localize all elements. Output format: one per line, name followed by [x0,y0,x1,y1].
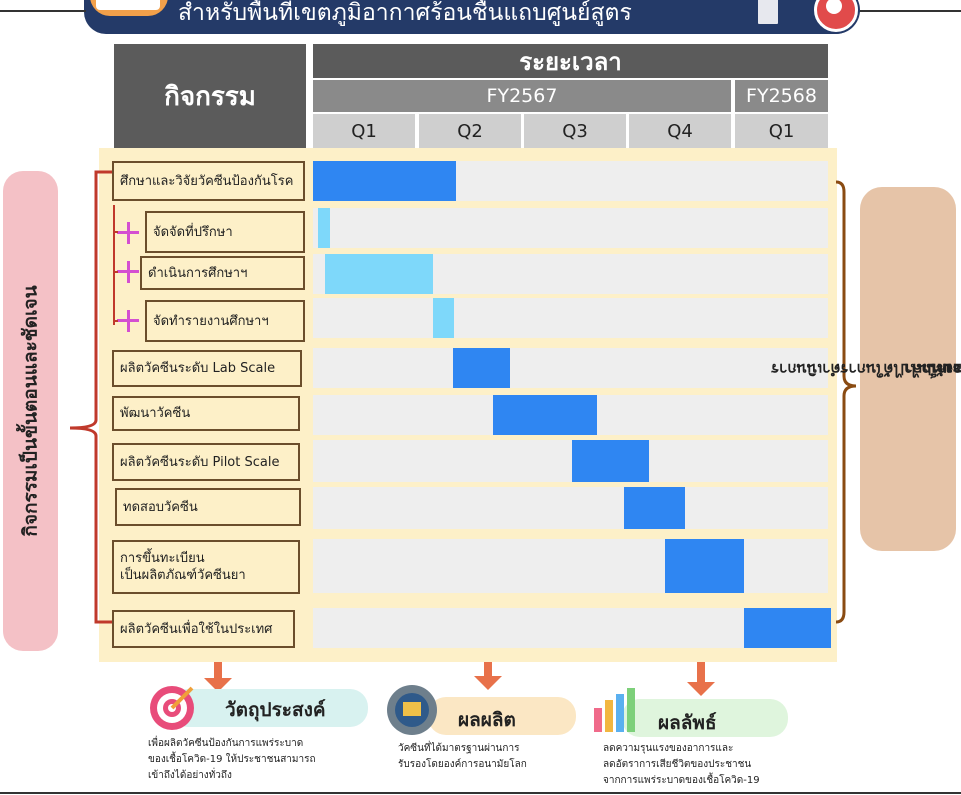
gantt-track [313,348,828,388]
outcome-description: ลดความรุนแรงของอาการและ ลดอัตราการเสียชี… [603,741,760,789]
arrow-down-icon [687,682,715,696]
gantt-track [313,208,828,248]
gantt-track [313,298,828,338]
header-activity: กิจกรรม [114,44,306,148]
task-label: ทดสอบวัคซีน [115,488,301,526]
header-fy2568: FY2568 [735,80,828,112]
gear-icon [387,685,437,735]
subtask-connector [113,205,118,325]
objective-title: วัตถุประสงค์ [225,699,326,721]
left-note-panel [3,171,58,651]
task-label: พัฒนาวัคซีน [112,396,300,431]
gantt-track [313,487,828,529]
virus-icon-center [826,0,842,14]
left-bracket [69,170,112,624]
header-quarter: Q1 [313,114,415,148]
gantt-track [313,608,828,648]
task-label: ศึกษาและวิจัยวัคซีนป้องกันโรค [112,161,305,201]
arrow-shaft [214,662,222,680]
document-icon [756,0,780,26]
header-period: ระยะเวลา [313,44,828,78]
target-icon [150,686,194,730]
bottom-rule [0,792,961,794]
plus-icon [117,310,139,332]
header-quarter: Q3 [524,114,626,148]
task-label-two-line: การขึ้นทะเบียน เป็นผลิตภัณฑ์วัคซีนยา [112,540,300,594]
top-rule-right [858,10,961,12]
gantt-bar [318,208,330,248]
header-quarter: Q4 [629,114,731,148]
arrow-down-icon [204,678,232,692]
task-label: ผลิตวัคซีนระดับ Lab Scale [112,350,302,387]
gantt-bar [665,539,744,593]
plus-icon [117,222,139,244]
task-label: ผลิตวัคซีนระดับ Pilot Scale [112,443,300,481]
task-label-line: เป็นผลิตภัณฑ์วัคซีนยา [120,568,246,583]
outcome-title: ผลลัพธ์ [658,712,717,734]
subtask-label: จัดทำรายงานศึกษาฯ [145,300,305,342]
gantt-bar [313,161,456,201]
description-line: เพื่อผลิตวัคซีนป้องกันการแพร่ระบาด [148,738,304,749]
arrow-down-icon [474,676,502,690]
description-line: ของเชื้อโควิด-19 ให้ประชาชนสามารถ [148,754,316,765]
subtask-label: จัดจัดที่ปรึกษา [145,211,305,253]
header-quarter: Q1 [735,114,828,148]
header-fy2567: FY2567 [313,80,731,112]
subtask-label: ดำเนินการศึกษาฯ [140,256,305,290]
gantt-bar [452,348,510,388]
gantt-bar [493,395,597,435]
gantt-bar [325,254,434,294]
gantt-bar [572,440,649,482]
bar-chart-icon [594,688,635,732]
outcome-pill [622,699,788,737]
task-label-line: การขึ้นทะเบียน [120,551,205,566]
description-line: จากการแพร่ระบาดของเชื้อโควิด-19 [603,775,760,786]
objective-description: เพื่อผลิตวัคซีนป้องกันการแพร่ระบาด ของเช… [148,736,316,784]
gantt-bar [743,608,831,648]
logo-badge-inner [96,0,160,10]
right-bracket [835,180,857,624]
output-description: วัคซีนที่ได้มาตรฐานผ่านการ รับรองโดยองค์… [398,741,527,773]
task-label: ผลิตวัคซีนเพื่อใช้ในประเทศ [112,610,295,648]
description-line: ลดอัตราการเสียชีวิตของประชาชน [603,759,752,770]
gantt-bar [433,298,454,338]
title-banner [84,0,858,34]
output-pill [428,697,576,735]
plus-icon [117,261,139,283]
top-rule-left [0,10,86,12]
gantt-bar [623,487,685,529]
arrow-shaft [484,662,492,678]
description-line: รับรองโดยองค์การอนามัยโลก [398,759,527,770]
description-line: ลดความรุนแรงของอาการและ [603,743,734,754]
output-title: ผลผลิต [458,709,516,731]
header-quarter: Q2 [419,114,521,148]
right-note-panel [860,187,956,551]
gantt-track [313,440,828,482]
objective-pill [170,689,368,727]
description-line: วัคซีนที่ได้มาตรฐานผ่านการ [398,743,520,754]
description-line: เข้าถึงได้อย่างทั่วถึง [148,770,232,781]
arrow-shaft [697,662,705,684]
banner-title: สำหรับพื้นที่เขตภูมิอากาศร้อนชื้นแถบศูนย… [178,0,632,26]
